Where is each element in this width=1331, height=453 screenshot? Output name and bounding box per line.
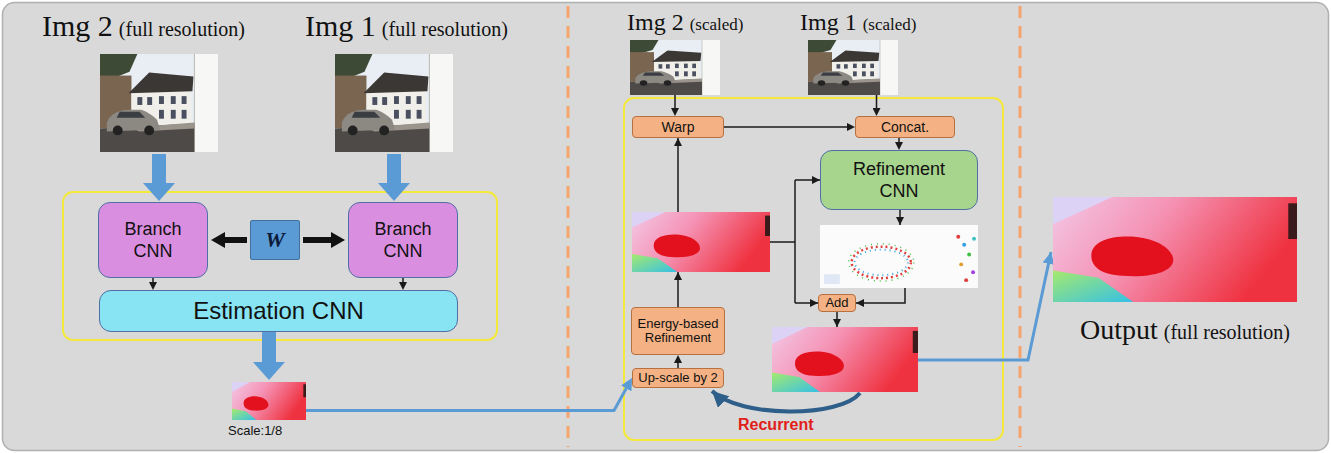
image-illustration [808, 40, 898, 95]
image-illustration [100, 54, 218, 152]
graphic-part [856, 288, 905, 303]
graphic-part [795, 179, 820, 181]
image-content [1053, 197, 1297, 302]
graphic-part [836, 311, 838, 327]
branch-cnn: Branch CNN [98, 202, 208, 278]
image-content [100, 54, 218, 152]
flow-arrow [152, 154, 166, 183]
operation-box: Up-scale by 2 [632, 368, 724, 388]
graphic-part [677, 272, 679, 307]
image-heading: Scale:1/8 [228, 424, 306, 442]
image-picture [100, 54, 218, 152]
flow-arrow [225, 237, 247, 243]
operation-box: Add [818, 294, 856, 312]
graphic-part [795, 302, 818, 304]
image-illustration [335, 54, 453, 152]
node-text: Scale:1/8 [228, 424, 282, 438]
node-text: Img 2 [42, 8, 113, 44]
image-picture [1053, 197, 1297, 302]
branch-cnn: Branch CNN [348, 202, 458, 278]
node-text: Estimation CNN [193, 297, 364, 325]
node-text: Img 1 [800, 8, 857, 36]
flow-arrow [303, 237, 331, 243]
node-text: (scaled) [690, 11, 744, 39]
image-heading: Img 2(full resolution) [42, 8, 245, 44]
background-panel [3, 3, 1329, 451]
image-illustration [232, 382, 306, 420]
graphic-part [794, 180, 796, 303]
node-text: Energy-based Refinement [634, 317, 722, 345]
scaled-image: Img 1(scaled) [800, 8, 916, 95]
flow-arrow [674, 95, 676, 108]
shared-weights: W [250, 220, 300, 260]
input-image: Img 2(full resolution) [42, 8, 245, 152]
image-heading: Img 1(full resolution) [305, 8, 508, 44]
node-text: Img 2 [627, 8, 684, 36]
flow-arrow [876, 95, 878, 108]
node-text: Output [1080, 312, 1158, 348]
image-illustration [1053, 197, 1297, 302]
flow-arrow [898, 138, 900, 142]
graphic-part [677, 138, 679, 212]
node-text: Concat. [881, 119, 929, 135]
operation-box: Warp [632, 116, 724, 138]
stage-divider [567, 6, 570, 447]
module-outline [63, 192, 497, 340]
image-content [808, 40, 898, 95]
recurrent-label: Recurrent [738, 416, 814, 434]
node-text: (full resolution) [382, 11, 508, 47]
node-text: Branch CNN [117, 218, 189, 262]
image-content [232, 382, 306, 420]
output-arrow [918, 252, 1051, 360]
node-text: Warp [662, 119, 695, 135]
image-heading: Output(full resolution) [1080, 312, 1297, 348]
operation-box: Concat. [855, 116, 955, 138]
module-outline [624, 98, 1003, 440]
image-picture [630, 40, 720, 95]
image-content [335, 54, 453, 152]
image-illustration [630, 40, 720, 95]
node-text: W [265, 228, 285, 252]
residual-image [820, 225, 978, 288]
graphic-part [770, 241, 795, 243]
node-text: Up-scale by 2 [638, 371, 717, 385]
node-text: Add [825, 296, 848, 310]
flow-image [772, 327, 918, 392]
image-content [630, 40, 720, 95]
node-text: (scaled) [863, 11, 917, 39]
image-picture [808, 40, 898, 95]
coarse-flow: Scale:1/8 [228, 382, 306, 442]
node-text: Branch CNN [367, 218, 439, 262]
recurrent-arrow [712, 391, 860, 412]
flow-arrow [152, 278, 154, 282]
node-text: Img 1 [305, 8, 376, 44]
flow-arrow [306, 389, 626, 411]
node-text: (full resolution) [1164, 314, 1290, 350]
output-flow: Output(full resolution) [1053, 197, 1297, 348]
refinement-cnn: Refinement CNN [820, 150, 978, 210]
image-heading: Img 1(scaled) [800, 8, 916, 36]
flow-arrow [387, 154, 401, 183]
flow-arrow [724, 126, 847, 128]
flow-arrow [402, 278, 404, 282]
input-image: Img 1(full resolution) [305, 8, 508, 152]
flow-arrow [262, 332, 276, 362]
flow-image [632, 212, 770, 272]
image-picture [335, 54, 453, 152]
operation-box: Energy-based Refinement [631, 307, 725, 355]
node-text: Refinement CNN [839, 158, 959, 202]
estimation-cnn: Estimation CNN [99, 290, 458, 332]
stage-divider [1019, 6, 1022, 447]
image-heading: Img 2(scaled) [627, 8, 743, 36]
scaled-image: Img 2(scaled) [627, 8, 743, 95]
image-picture [232, 382, 306, 420]
graphic-part [899, 210, 901, 225]
node-text: (full resolution) [119, 11, 245, 47]
